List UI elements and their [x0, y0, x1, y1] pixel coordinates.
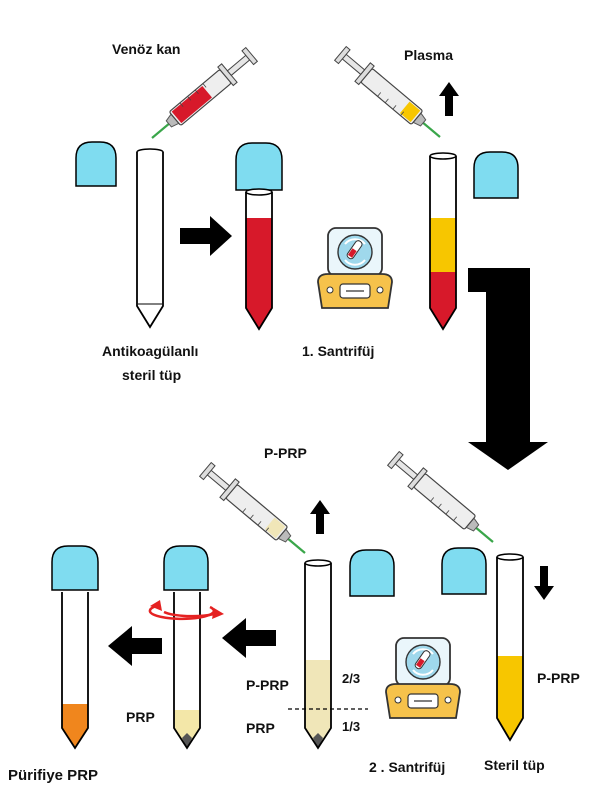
syringe-icon	[151, 46, 259, 139]
p-prp-right-label: P-PRP	[537, 670, 580, 686]
arrow-right-icon	[180, 216, 232, 256]
sterile-p-prp-tube	[496, 553, 524, 742]
p-prp-top-label: P-PRP	[264, 445, 307, 461]
syringe-icon	[386, 450, 494, 543]
prp-tube	[173, 592, 201, 750]
p-prp-mid-label: P-PRP	[246, 677, 289, 693]
separated-tube	[429, 152, 457, 331]
centrifuge-2-label: 2 . Santrifüj	[369, 759, 445, 775]
tube-cap-icon	[51, 545, 99, 591]
p-prp-separated-tube	[304, 559, 332, 750]
tube-cap-icon	[473, 151, 519, 199]
tube-cap-icon	[235, 142, 283, 191]
tube-cap-icon	[349, 549, 395, 597]
plasma-label: Plasma	[404, 47, 453, 63]
arrow-up-icon	[310, 500, 330, 534]
purified-prp-label: Pürifiye PRP	[8, 767, 98, 784]
centrifuge-icon	[317, 227, 393, 309]
syringe-icon	[333, 45, 441, 138]
centrifuge-icon	[385, 637, 461, 719]
arrow-left-icon	[222, 618, 276, 658]
anticoagulant-label: Antikoagülanlı	[102, 343, 198, 359]
sterile-tube-2-label: Steril tüp	[484, 757, 545, 773]
two-thirds-label: 2/3	[342, 671, 360, 686]
prp-left-label: PRP	[126, 709, 155, 725]
tube-cap-icon	[163, 545, 209, 591]
prp-mid-label: PRP	[246, 720, 275, 736]
arrow-up-icon	[439, 82, 459, 116]
empty-tube	[136, 148, 164, 329]
blood-tube	[245, 188, 273, 331]
arrow-left-icon	[108, 626, 162, 666]
rotation-icon	[148, 600, 224, 621]
purified-prp-tube	[61, 592, 89, 750]
one-third-label: 1/3	[342, 719, 360, 734]
centrifuge-1-label: 1. Santrifüj	[302, 343, 374, 359]
tube-cap-icon	[441, 547, 487, 595]
syringe-icon	[198, 461, 306, 554]
arrow-down-icon	[534, 566, 554, 600]
sterile-tube-label: steril tüp	[122, 367, 181, 383]
arrow-down-icon	[468, 268, 548, 470]
tube-cap-icon	[75, 141, 117, 187]
venous-blood-label: Venöz kan	[112, 41, 180, 57]
